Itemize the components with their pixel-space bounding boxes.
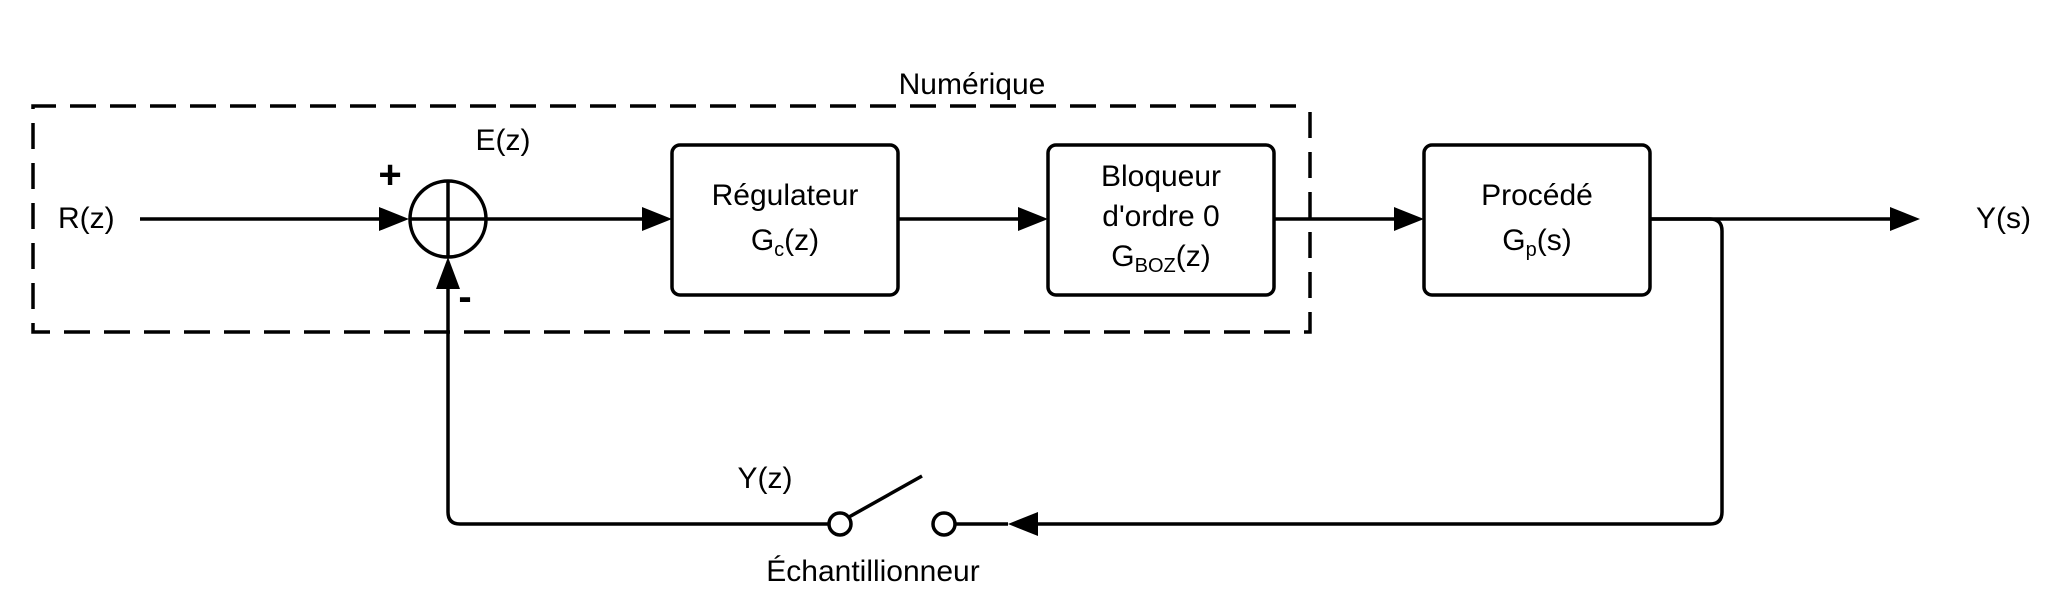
bloqueur-name-line1: Bloqueur (1101, 160, 1221, 193)
procede-name: Procédé (1481, 179, 1593, 212)
control-arrowhead (1018, 207, 1048, 231)
summing-junction (408, 179, 488, 259)
feedback-path-left (446, 288, 829, 526)
output-signal-label: Y(s) (1976, 202, 2031, 235)
error-arrowhead (642, 207, 672, 231)
feedback-signal-label: Y(z) (738, 462, 793, 495)
output-arrowhead (1890, 207, 1920, 231)
feedback-return-arrowhead (436, 257, 460, 289)
input-arrowhead (379, 207, 409, 231)
minus-sign: - (458, 275, 471, 319)
hold-output-arrowhead (1394, 207, 1424, 231)
digital-region-boundary (31, 104, 1312, 334)
bloqueur-transfer-function: GBOZ(z) (1111, 240, 1210, 277)
digital-region-label: Numérique (899, 68, 1046, 101)
error-signal-label: E(z) (476, 124, 531, 157)
feedback-path-right (1028, 217, 1724, 526)
feedback-arrowhead (1008, 512, 1038, 536)
regulateur-name: Régulateur (712, 179, 859, 212)
regulateur-transfer-function: Gc(z) (751, 224, 819, 261)
input-signal-label: R(z) (58, 202, 115, 235)
procede-transfer-function: Gp(s) (1502, 224, 1571, 261)
sampler-label: Échantillionneur (766, 555, 979, 588)
plus-sign: + (378, 153, 401, 197)
bloqueur-name-line2: d'ordre 0 (1102, 200, 1219, 233)
regulateur-block (670, 143, 900, 297)
procede-block (1422, 143, 1652, 297)
sampler-switch (827, 474, 957, 537)
